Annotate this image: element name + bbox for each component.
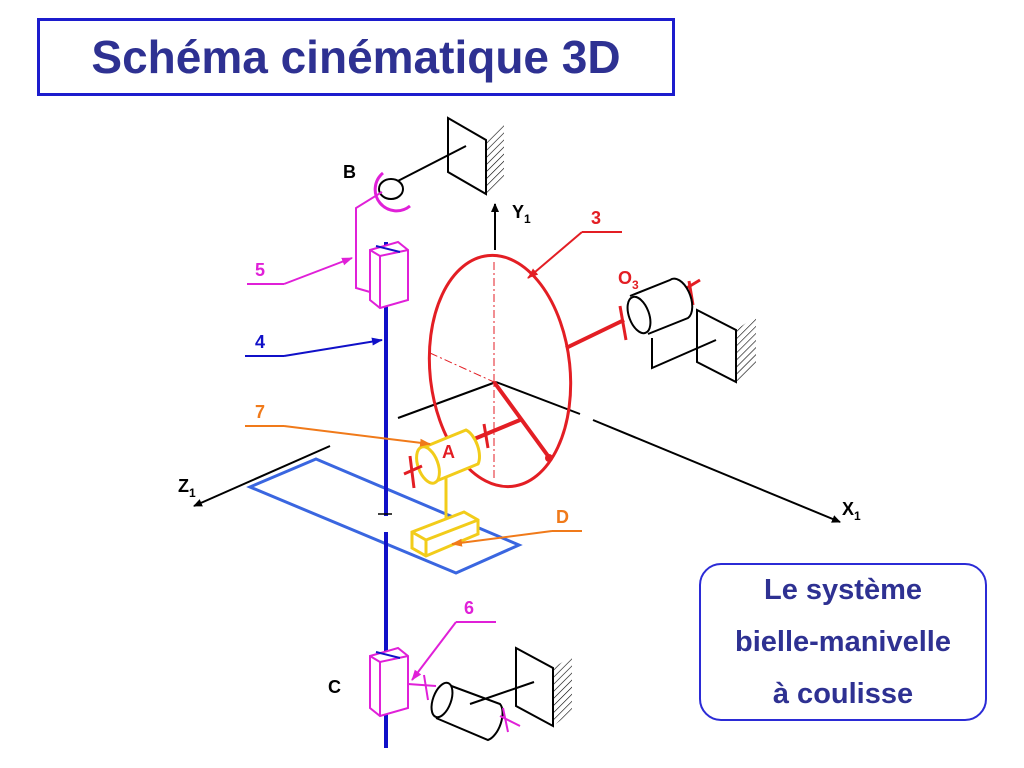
crank-disc-3 (427, 253, 573, 489)
bearing-o3 (626, 277, 694, 335)
label-d: D (556, 507, 569, 527)
info-line-3: à coulisse (772, 678, 914, 710)
label-z1: Z1 (178, 476, 196, 500)
slider-d (410, 510, 480, 558)
label-x1: X1 (842, 499, 861, 523)
leader-6: 6 (411, 598, 496, 681)
ball-joint-b (373, 171, 411, 213)
info-line-1: Le système (764, 574, 922, 606)
axis-z1: Z1 (178, 381, 497, 507)
label-y1: Y1 (512, 202, 531, 226)
page-title: Schéma cinématique 3D (91, 31, 621, 83)
slider-6 (369, 646, 437, 718)
leader-4: 4 (245, 332, 383, 357)
ground-frame-bottom (469, 646, 572, 728)
slider-5 (355, 191, 409, 310)
leader-d: D (451, 507, 582, 547)
title-frame: Schéma cinématique 3D (37, 18, 675, 96)
label-6: 6 (464, 598, 474, 618)
info-line-2: bielle-manivelle (735, 626, 951, 658)
info-box: Le système bielle-manivelle à coulisse (699, 563, 987, 721)
pivot-a-cylinder (403, 428, 481, 520)
axis-y1: Y1 (491, 202, 531, 250)
label-4: 4 (255, 332, 265, 352)
ground-frame-top (391, 116, 504, 196)
leader-5: 5 (247, 257, 353, 285)
label-b: B (343, 162, 356, 182)
label-a: A (442, 442, 455, 462)
leader-7: 7 (245, 402, 431, 447)
axis-x1: X1 (495, 381, 861, 523)
label-3: 3 (591, 208, 601, 228)
label-c: C (328, 677, 341, 697)
label-o3: O3 (618, 268, 639, 292)
leader-3: 3 (527, 208, 622, 279)
label-5: 5 (255, 260, 265, 280)
ground-frame-right (651, 308, 756, 384)
bearing-c (430, 681, 521, 742)
label-7: 7 (255, 402, 265, 422)
